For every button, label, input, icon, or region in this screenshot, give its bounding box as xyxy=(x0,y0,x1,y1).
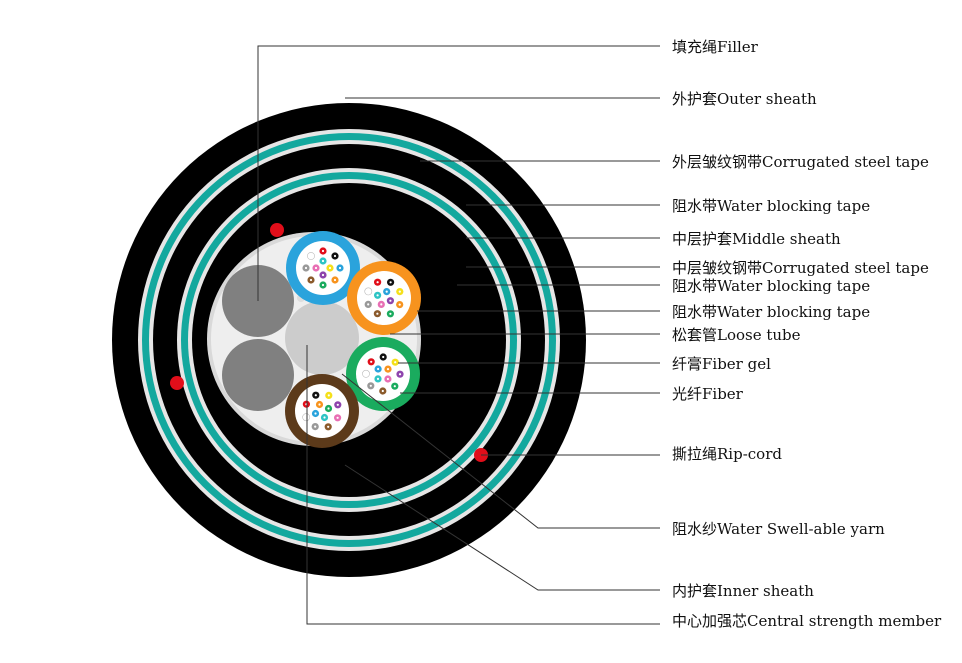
label-middle-sheath: 中层护套Middle sheath xyxy=(672,230,841,248)
fiber-core xyxy=(327,407,330,410)
leader-lines xyxy=(257,45,660,625)
fiber-core xyxy=(393,385,396,388)
fiber-core xyxy=(321,273,325,277)
fiber-core xyxy=(336,403,339,406)
leader-water-swellable-yarn xyxy=(341,373,660,529)
fiber-core xyxy=(323,416,326,419)
fiber-core xyxy=(398,373,402,376)
filler-rod-2 xyxy=(222,339,294,411)
fiber-core xyxy=(314,412,317,415)
fiber-core xyxy=(377,367,380,371)
fiber-core xyxy=(398,290,401,293)
fiber-core xyxy=(376,377,380,380)
fiber-core xyxy=(389,281,392,284)
label-fiber: 光纤Fiber xyxy=(672,385,744,403)
fiber-core xyxy=(333,278,337,282)
fiber-gel xyxy=(357,271,411,325)
fiber-core xyxy=(369,384,372,387)
label-loose-tube: 松套管Loose tube xyxy=(672,326,801,344)
loose-tubes xyxy=(285,231,421,448)
fiber-core xyxy=(386,368,390,371)
labels: 填充绳Filler 外护套Outer sheath 外层皱纹钢带Corrugat… xyxy=(672,38,942,630)
label-water-blocking-tape-2: 阻水带Water blocking tape xyxy=(672,277,870,295)
fiber-core xyxy=(314,394,317,397)
loose-tube-green xyxy=(346,337,420,411)
fiber-core xyxy=(398,303,401,306)
label-fiber-gel: 纤膏Fiber gel xyxy=(672,355,771,373)
label-outer-corrugated-tape: 外层皱纹钢带Corrugated steel tape xyxy=(672,153,929,171)
fiber-core xyxy=(304,266,308,270)
fiber-core xyxy=(321,249,325,253)
fiber-core xyxy=(327,394,330,397)
fiber-core xyxy=(333,254,337,258)
cable-cross-section xyxy=(112,103,586,577)
label-filler: 填充绳Filler xyxy=(672,38,759,56)
fiber-core xyxy=(370,360,373,363)
fiber-core xyxy=(386,377,389,381)
fiber-core xyxy=(309,278,313,282)
loose-tube-brown xyxy=(285,374,359,448)
fiber-gel xyxy=(295,384,349,438)
fiber-core xyxy=(376,294,379,297)
fiber-core xyxy=(385,290,388,293)
fiber-core xyxy=(327,425,330,428)
label-central-strength-member: 中心加强芯Central strength member xyxy=(672,612,942,630)
label-rip-cord: 撕拉绳Rip-cord xyxy=(672,445,782,463)
fiber-core xyxy=(364,372,368,375)
fiber-core xyxy=(380,303,383,306)
fiber-core xyxy=(376,312,379,315)
label-water-swellable-yarn: 阻水纱Water Swell-able yarn xyxy=(672,520,885,538)
fiber-core xyxy=(314,266,318,270)
fiber-core xyxy=(381,389,384,393)
loose-tube-orange xyxy=(347,261,421,335)
fiber-core xyxy=(376,281,379,284)
fiber-core xyxy=(318,403,321,406)
fiber-core xyxy=(328,266,332,270)
fiber-core xyxy=(336,416,339,419)
label-inner-sheath: 内护套Inner sheath xyxy=(672,582,814,600)
fiber-core xyxy=(321,283,325,287)
fiber-core xyxy=(367,303,370,306)
central-strength-member xyxy=(285,301,359,375)
label-water-blocking-tape-3: 阻水带Water blocking tape xyxy=(672,303,870,321)
label-water-blocking-tape-1: 阻水带Water blocking tape xyxy=(672,197,870,215)
fiber-core xyxy=(389,299,392,302)
label-middle-corrugated-tape: 中层皱纹钢带Corrugated steel tape xyxy=(672,259,929,277)
label-outer-sheath: 外护套Outer sheath xyxy=(672,90,817,108)
leader-inner-sheath xyxy=(344,464,660,591)
fiber-core xyxy=(314,425,317,428)
fiber-core xyxy=(382,355,385,359)
fiber-core xyxy=(389,312,392,315)
fiber-core xyxy=(338,266,342,270)
rip-cord-1 xyxy=(270,223,284,237)
leader-filler xyxy=(257,45,660,301)
rip-cord-2 xyxy=(170,376,184,390)
fiber-core xyxy=(367,290,370,293)
loose-tube-blue xyxy=(286,231,360,305)
fiber-core xyxy=(309,254,313,258)
fiber-core xyxy=(394,361,397,364)
fiber-core xyxy=(321,259,325,263)
leader-central-strength-member xyxy=(306,345,660,625)
